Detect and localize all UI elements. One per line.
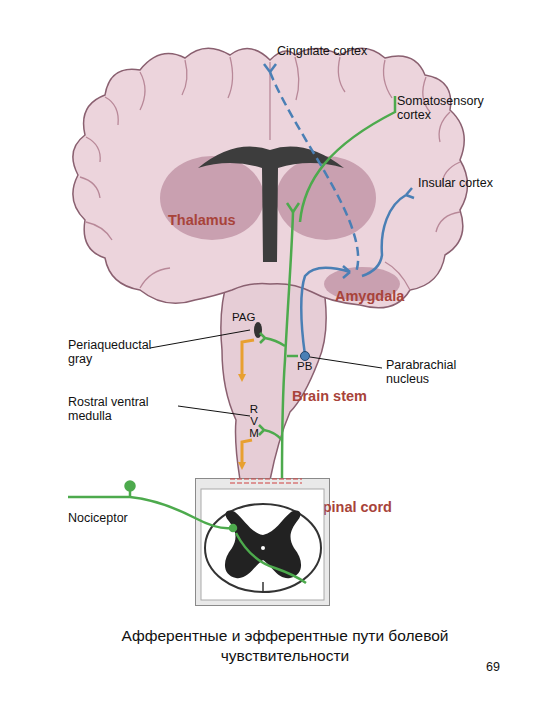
ventricles <box>198 147 344 262</box>
sulci <box>338 57 345 92</box>
ascending-pathway <box>260 333 285 346</box>
ascending-pathway <box>287 203 299 212</box>
sulci <box>384 60 392 98</box>
sulci <box>80 57 460 290</box>
descending-arrows <box>242 440 252 466</box>
spinal-cord-box: Spinal cord <box>195 478 330 606</box>
limbic-pathway <box>264 64 414 361</box>
brain-shape <box>73 48 468 308</box>
region-label: Insular cortex <box>418 176 528 190</box>
brain-stem-shape <box>221 278 326 480</box>
region-label: Amygdala <box>335 288 425 305</box>
thalamus-region <box>160 156 264 240</box>
sulci <box>439 112 450 142</box>
sulci <box>86 222 112 240</box>
leader-lines <box>178 406 250 416</box>
region-label: Somatosensory cortex <box>397 94 497 123</box>
leader-lines <box>310 357 382 368</box>
pag-nucleus <box>254 322 262 338</box>
neuron-label: Nociceptor <box>68 511 168 525</box>
sulci <box>182 60 187 95</box>
sulci <box>228 57 233 98</box>
region-label: Thalamus <box>168 212 258 229</box>
ventricles <box>198 147 344 262</box>
sulci <box>86 137 100 162</box>
sulci <box>295 57 299 100</box>
thalamus-region <box>276 156 376 240</box>
page-number: 69 <box>486 660 516 674</box>
limbic-pathway <box>301 352 310 361</box>
sulci <box>105 97 118 125</box>
structure-label: Rostral ventral medulla <box>68 395 178 424</box>
brain-stem-shape <box>221 278 326 480</box>
limbic-pathway <box>406 188 414 198</box>
sulci <box>140 72 145 110</box>
limbic-pathway <box>264 64 276 72</box>
sulci <box>140 268 170 288</box>
sulci <box>80 177 100 198</box>
abbreviation-label: PB <box>297 360 327 373</box>
descending-arrows <box>242 340 254 378</box>
pag-nucleus <box>254 322 262 338</box>
caption: Афферентные и эфферентные пути болевой ч… <box>95 626 475 666</box>
region-label: Brain stem <box>292 388 392 405</box>
box-label: Spinal cord <box>313 499 392 515</box>
limbic-pathway <box>301 268 350 355</box>
nociceptor-neuron <box>126 482 135 491</box>
limbic-pathway <box>362 195 406 276</box>
structure-label: Periaqueductal gray <box>68 338 163 367</box>
nociceptor-neuron <box>129 490 132 497</box>
ascending-pathway <box>287 355 298 358</box>
limbic-pathway <box>343 266 350 278</box>
abbreviation-label: PAG <box>232 311 272 324</box>
abbreviation-label: R V M <box>249 403 259 439</box>
brain-shape <box>73 48 468 308</box>
region-label: Cingulate cortex <box>277 44 417 58</box>
ascending-pathway <box>259 425 282 440</box>
ascending-pathway <box>300 96 395 222</box>
leader-lines <box>150 330 250 348</box>
sulci <box>436 212 460 232</box>
structure-label: Parabrachial nucleus <box>386 358 476 387</box>
limbic-pathway <box>270 72 358 272</box>
